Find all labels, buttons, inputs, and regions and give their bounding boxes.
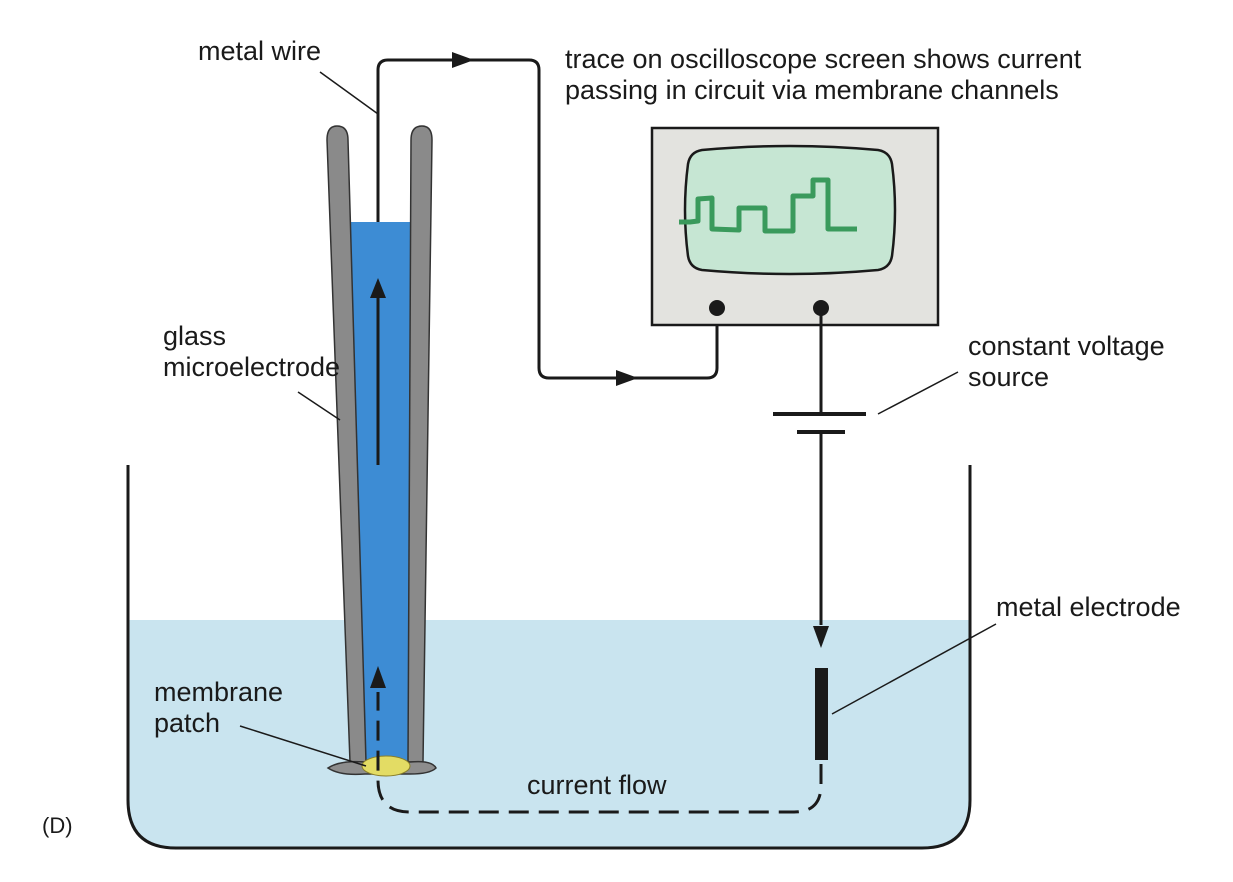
- label-metal-wire: metal wire: [198, 36, 322, 66]
- leader-voltage: [877, 371, 959, 415]
- glass-wall-left: [326, 125, 367, 763]
- metal-wire-path: [376, 58, 719, 380]
- wire-arrow-down: [813, 626, 829, 648]
- electrode-solution: [349, 222, 414, 765]
- leader-membrane-patch: [239, 725, 367, 767]
- glass-wall-right: [407, 125, 433, 763]
- current-arrow-electrode-head: [370, 278, 386, 298]
- label-membrane-patch: membrane patch: [154, 677, 284, 738]
- oscilloscope-terminal-left: [709, 300, 725, 316]
- wire-arrow-top: [452, 52, 474, 68]
- label-oscilloscope: trace on oscilloscope screen shows curre…: [565, 44, 1082, 105]
- panel-letter: (D): [42, 813, 73, 838]
- current-flow-arrow: [370, 666, 386, 688]
- leader-metal-electrode: [831, 623, 997, 715]
- label-metal-electrode: metal electrode: [996, 592, 1181, 622]
- wire-arrow-bottom: [616, 370, 638, 386]
- label-glass-microelectrode: glass microelectrode: [163, 321, 341, 382]
- label-current-flow: current flow: [527, 770, 667, 800]
- metal-electrode: [815, 668, 828, 760]
- current-flow-path: [376, 692, 823, 814]
- bath-solution: [128, 620, 970, 848]
- label-constant-voltage-source: constant voltage source: [968, 331, 1165, 392]
- oscilloscope-screen: [683, 144, 897, 276]
- bath-container: [126, 465, 972, 850]
- oscilloscope-trace: [679, 177, 857, 234]
- membrane-patch: [361, 755, 411, 777]
- leader-metal-wire: [319, 71, 379, 115]
- leader-glass: [297, 391, 341, 421]
